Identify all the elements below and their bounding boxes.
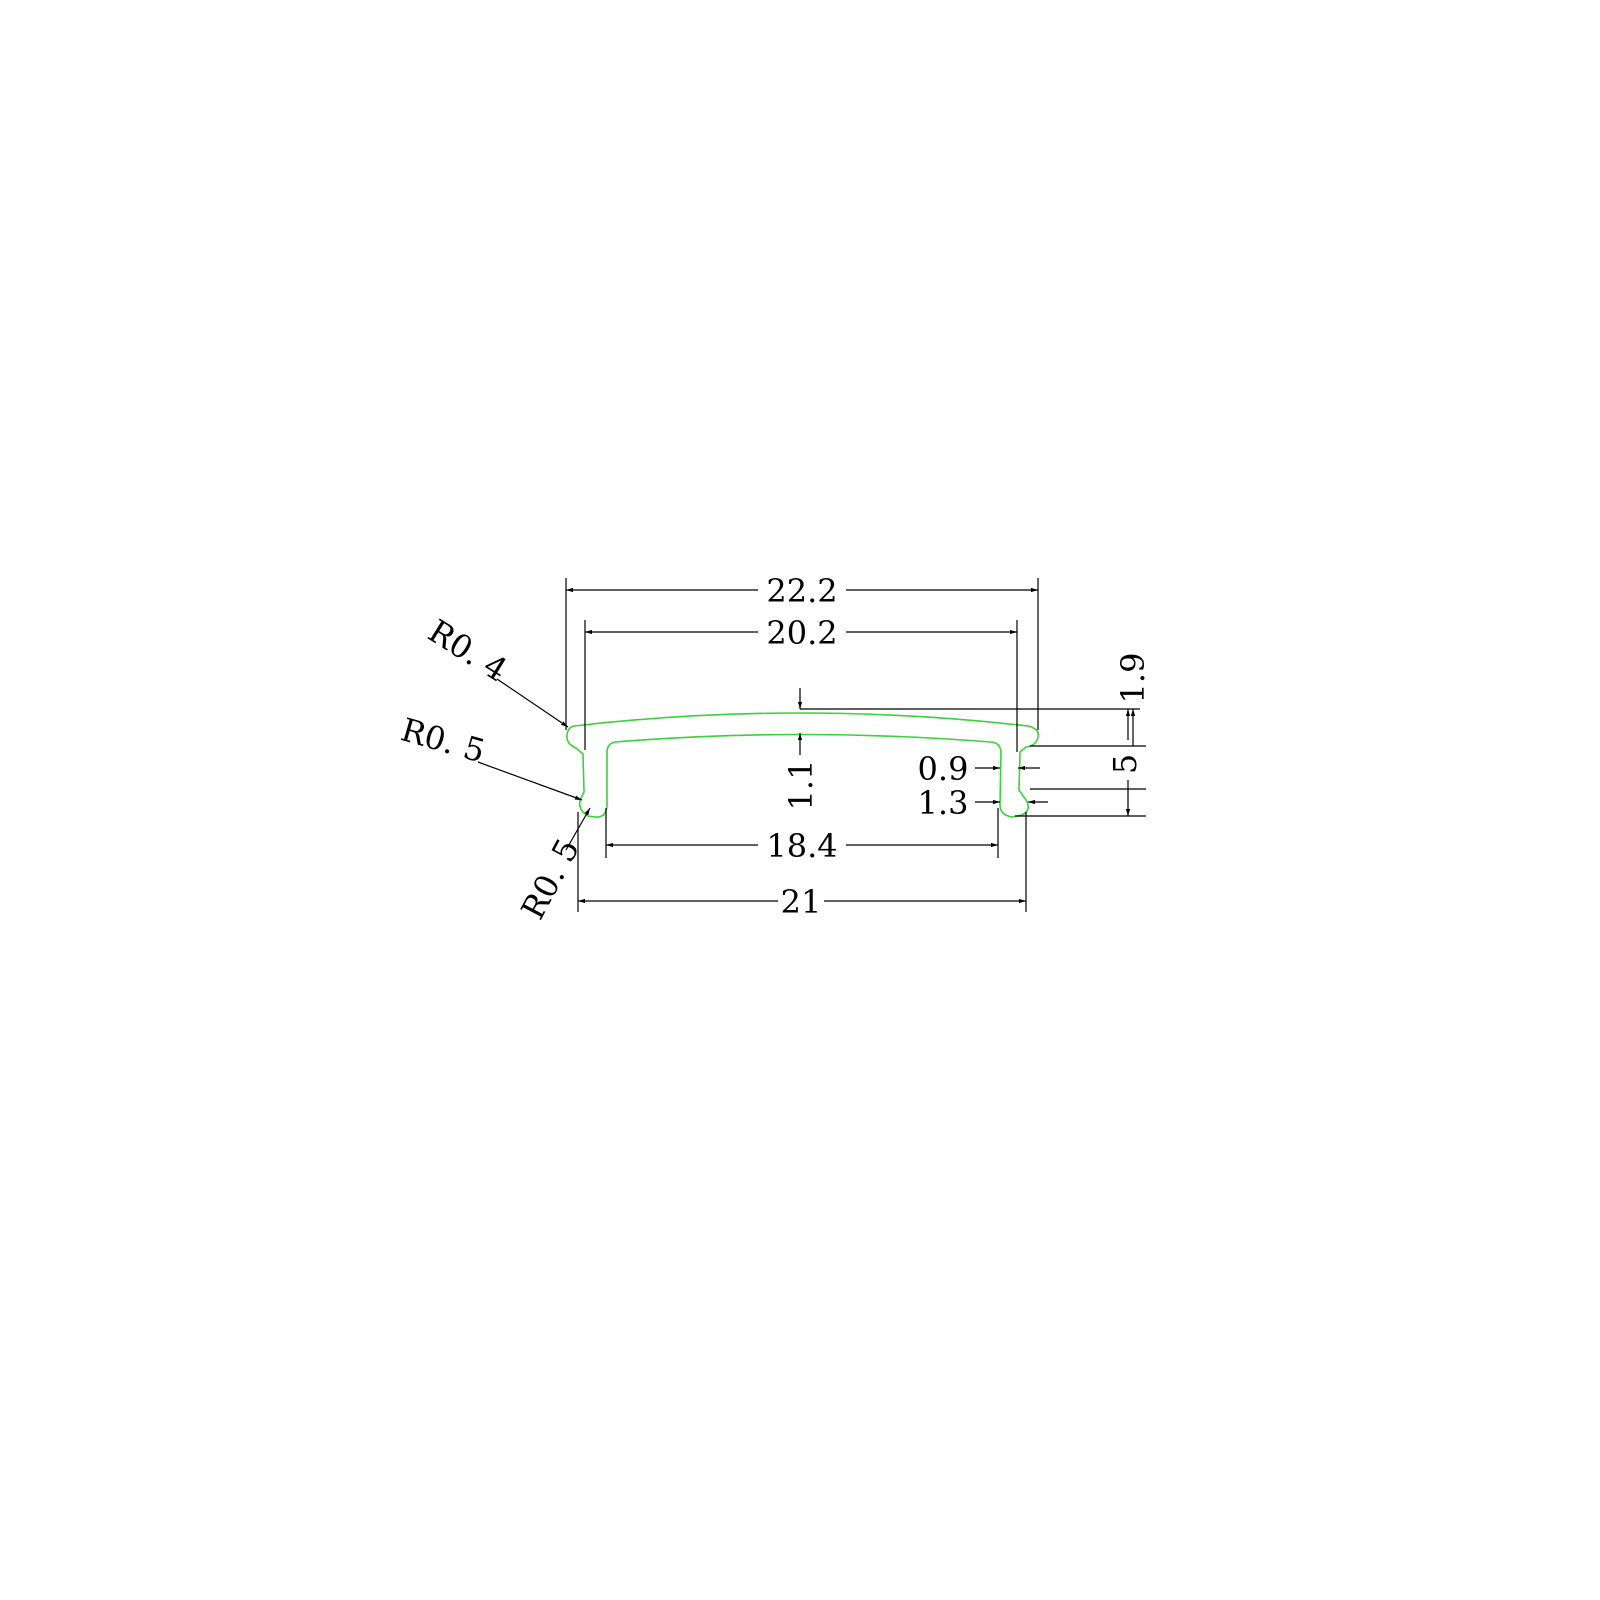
radius-label-bulb: R0. 5 (514, 832, 588, 925)
dim-1-3: 1.3 (918, 784, 969, 822)
dim-1-1: 1.1 (782, 760, 820, 811)
dim-1-9: 1.9 (1114, 653, 1152, 704)
dimension-lines (477, 587, 1136, 904)
radius-label-top: R0. 4 (422, 612, 514, 689)
radius-label-leg: R0. 5 (397, 710, 489, 770)
dim-20-2: 20.2 (766, 614, 837, 652)
extension-lines (565, 578, 1146, 912)
profile-outline (566, 712, 1040, 818)
dim-5: 5 (1106, 754, 1144, 774)
dim-21: 21 (781, 883, 822, 921)
dim-22-2: 22.2 (766, 572, 837, 610)
dimension-labels: 22.2 20.2 18.4 21 1.1 0.9 1.3 1.9 5 R0. … (397, 572, 1152, 925)
dim-0-9: 0.9 (918, 750, 969, 788)
dim-18-4: 18.4 (766, 827, 837, 865)
